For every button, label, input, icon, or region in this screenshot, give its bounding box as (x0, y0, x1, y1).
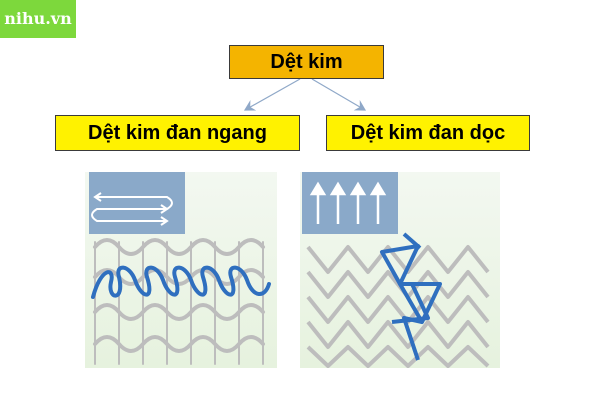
direction-box (302, 172, 398, 234)
arrow-to-weft (243, 78, 301, 111)
grey-yarn-loops (93, 238, 265, 365)
blue-yarn-course (91, 265, 271, 299)
weft-knit-node: Dệt kim đan ngang (55, 115, 300, 151)
warp-knit-illustration (300, 172, 500, 368)
warp-knit-node: Dệt kim đan dọc (326, 115, 530, 151)
watermark-logo: nihu.vn (0, 0, 76, 38)
weft-knit-label: Dệt kim đan ngang (88, 121, 267, 144)
grey-warp-loops (306, 245, 490, 368)
root-node: Dệt kim (229, 45, 384, 79)
arrow-to-warp (311, 78, 367, 111)
weft-knit-illustration (85, 172, 277, 368)
warp-knit-label: Dệt kim đan dọc (350, 121, 506, 144)
horizontal-arrows-icon (91, 192, 173, 226)
blue-warp-yarn (380, 232, 442, 361)
vertical-arrows-icon (309, 181, 387, 224)
root-label: Dệt kim (270, 50, 343, 73)
direction-box (89, 172, 185, 234)
watermark-text: nihu.vn (4, 9, 72, 28)
